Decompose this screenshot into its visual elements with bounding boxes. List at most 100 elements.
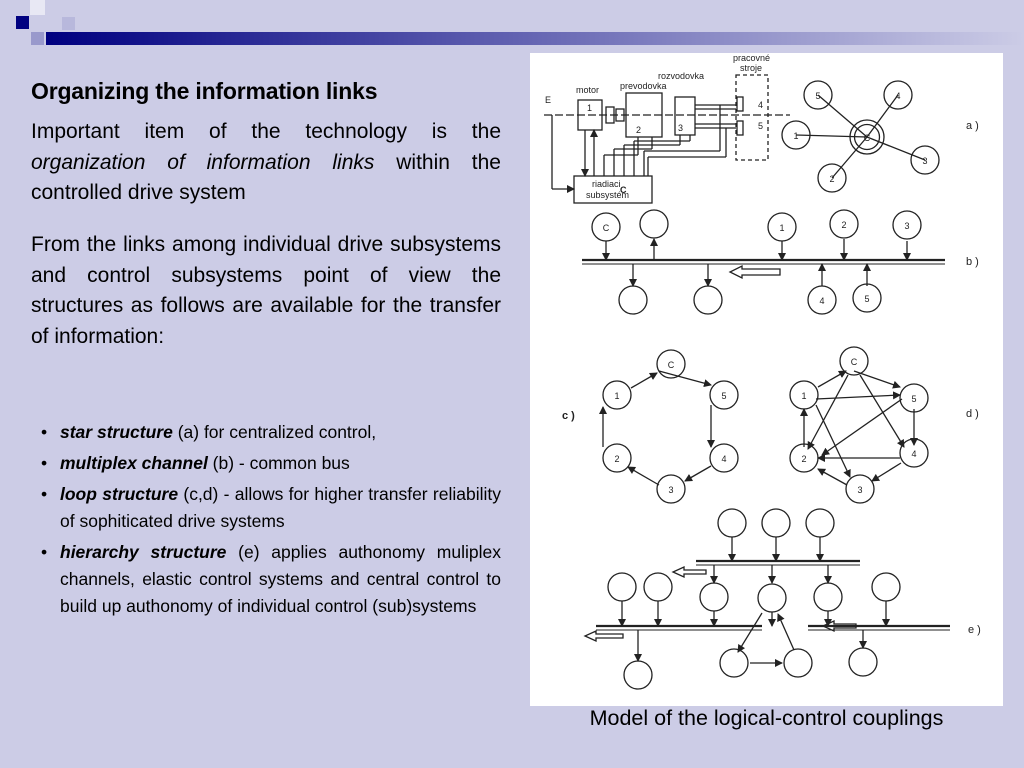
star-node-3	[910, 145, 940, 175]
hier-top-node-2	[761, 508, 791, 538]
intro-emphasis: organization of information links	[31, 150, 375, 174]
hierarchy-structure: e )	[583, 508, 981, 690]
label-block3: 3	[678, 123, 683, 133]
star-label-2: 2	[829, 174, 834, 184]
bus-node-top2	[639, 209, 669, 239]
bus-node-5	[852, 283, 882, 313]
term-star: star structure	[60, 422, 173, 442]
part-label-a: a )	[966, 120, 979, 132]
bus-label-4: 4	[819, 296, 824, 306]
ring-c-node-2	[602, 443, 632, 473]
hier-mid-node-5	[813, 582, 843, 612]
part-label-e: e )	[968, 624, 981, 636]
deco-square-small	[62, 17, 75, 30]
ring-c-label-1: 1	[614, 391, 619, 401]
star-label-center: C	[864, 133, 871, 143]
coupling-1	[605, 106, 615, 124]
block-n5	[736, 120, 744, 136]
ring-d-label-4: 4	[911, 449, 916, 459]
machines-box	[735, 74, 769, 161]
hier-low-node-4	[848, 647, 878, 677]
bus-label-1: 1	[779, 223, 784, 233]
ring-c-node-c	[656, 349, 686, 379]
hier-low-node-1	[623, 660, 653, 690]
coupling-diagram: pracovné stroje rozvodovka prevodovka mo…	[530, 53, 1003, 706]
star-label-4: 4	[895, 91, 900, 101]
ring-d-label-2: 2	[801, 454, 806, 464]
header-decoration	[16, 0, 1024, 45]
label-motor: motor	[576, 85, 599, 95]
ring-c-label-2: 2	[614, 454, 619, 464]
intro-text-start: Important item of the technology is the	[31, 120, 501, 143]
bus-node-bottom2	[693, 285, 723, 315]
bus-label-2: 2	[841, 220, 846, 230]
list-item-loop: •loop structure (c,d) - allows for highe…	[31, 481, 501, 535]
loop-ring-d: C 5 4 3 2 1 d )	[789, 346, 979, 504]
hier-low-node-3	[783, 648, 813, 678]
star-label-5: 5	[815, 91, 820, 101]
hier-mid-node-1	[607, 572, 637, 602]
list-item-star: •star structure (a) for centralized cont…	[31, 419, 501, 446]
block-n4	[736, 96, 744, 112]
bus-node-bottom1	[618, 285, 648, 315]
term-loop: loop structure	[60, 484, 179, 504]
star-node-4	[883, 80, 913, 110]
star-label-1: 1	[793, 131, 798, 141]
deco-square-dark	[16, 16, 29, 29]
hier-mid-node-6	[871, 572, 901, 602]
deco-square-mid	[31, 32, 44, 45]
star-node-1	[781, 120, 811, 150]
hier-arrow-top	[671, 565, 707, 579]
label-c-control: C	[620, 185, 627, 195]
ring-d-node-2	[789, 443, 819, 473]
label-block1: 1	[587, 103, 592, 113]
star-node-2	[817, 163, 847, 193]
part-label-d: d )	[966, 408, 979, 420]
ring-d-node-c	[839, 346, 869, 376]
bus-node-4	[807, 285, 837, 315]
bus-label-5: 5	[864, 294, 869, 304]
bus-structure: C 1 2 3 4 5 b )	[582, 209, 979, 315]
ring-c-node-5	[709, 380, 739, 410]
ring-c-label-4: 4	[721, 454, 726, 464]
desc-multiplex: (b) - common bus	[207, 453, 350, 473]
label-n5: 5	[758, 121, 763, 131]
bus-node-1	[767, 212, 797, 242]
ring-d-label-3: 3	[857, 485, 862, 495]
term-multiplex: multiplex channel	[60, 453, 208, 473]
bus-label-3: 3	[904, 221, 909, 231]
block-prevodovka	[625, 92, 663, 138]
bus-node-2	[829, 209, 859, 239]
star-structure: C 5 4 1 3 2 a )	[781, 80, 979, 193]
hier-mid-node-4	[757, 583, 787, 613]
coupling-1b	[615, 108, 625, 122]
deco-bar	[46, 32, 1024, 45]
structures-paragraph: From the links among individual drive su…	[31, 233, 501, 348]
ring-c-label-c: C	[668, 360, 675, 370]
ring-c-label-3: 3	[668, 485, 673, 495]
label-n4: 4	[758, 100, 763, 110]
intro-text-end: within the controlled drive system	[31, 150, 501, 205]
ring-c-node-1	[602, 380, 632, 410]
ring-d-node-5	[899, 383, 929, 413]
desc-star: (a) for centralized control,	[172, 422, 377, 442]
ring-c-node-3	[656, 474, 686, 504]
ring-d-label-5: 5	[911, 394, 916, 404]
ring-d-node-4	[899, 438, 929, 468]
list-item-multiplex: •multiplex channel (b) - common bus	[31, 450, 501, 477]
ring-c-node-4	[709, 443, 739, 473]
bullet-dot: •	[41, 542, 48, 562]
figure-caption: Model of the logical-control couplings	[589, 706, 944, 730]
hier-arrow-right	[821, 619, 857, 633]
ring-d-label-1: 1	[801, 391, 806, 401]
desc-loop: (c,d) - allows for higher transfer relia…	[60, 484, 501, 531]
ring-c-label-5: 5	[721, 391, 726, 401]
label-pracovne: pracovné	[733, 53, 770, 63]
ring-d-node-1	[789, 380, 819, 410]
bus-node-c	[591, 212, 621, 242]
label-block2: 2	[636, 125, 641, 135]
ring-d-label-c: C	[851, 357, 858, 367]
diagram-canvas: pracovné stroje rozvodovka prevodovka mo…	[544, 53, 981, 690]
hier-low-node-2	[719, 648, 749, 678]
part-label-c: c )	[562, 410, 575, 422]
